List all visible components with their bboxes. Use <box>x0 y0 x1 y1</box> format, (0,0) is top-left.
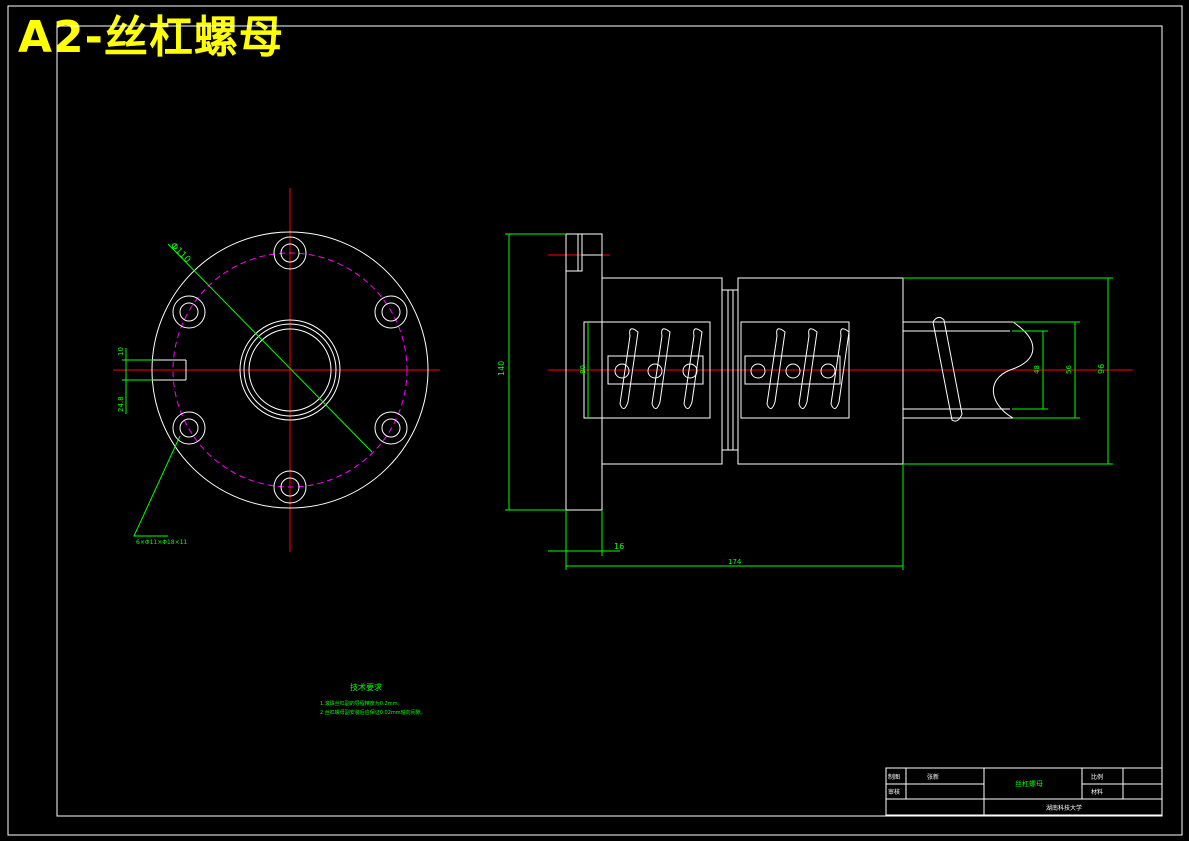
title-block: 制图 张新 审核 丝杠螺母 比例 材料 湖南科技大学 <box>885 767 1163 816</box>
left-groove <box>651 328 671 409</box>
scale-label: 比例 <box>1091 773 1103 781</box>
bolt-hole-outer <box>172 411 206 445</box>
ball <box>820 363 836 379</box>
bolt-hole-inner <box>179 418 199 438</box>
sheet-title: A2-丝杠螺母 <box>18 12 284 63</box>
bolt-hole-inner <box>179 302 199 322</box>
tech-notes-heading: 技术要求 <box>350 682 382 692</box>
bore-mid <box>243 323 337 417</box>
tech-notes: 技术要求 1.滚珠丝杠副的导程精度为0.2mm。 2.丝杠螺母副安装后应保证0.… <box>320 682 426 716</box>
tech-note-item: 1.滚珠丝杠副的导程精度为0.2mm。 <box>320 700 402 707</box>
ball <box>647 363 663 379</box>
bolt-circle <box>172 252 408 488</box>
screw-thread <box>932 316 963 422</box>
nut-height-label: 80 <box>579 365 587 374</box>
ball <box>614 363 630 379</box>
inner-border <box>56 25 1163 817</box>
part-name: 丝杠螺母 <box>1015 779 1043 788</box>
screw-break-line <box>992 321 1034 419</box>
bolt-hole-inner <box>280 243 300 263</box>
checked-by-label: 审核 <box>888 788 900 796</box>
key-slot <box>153 359 187 381</box>
bore-inner <box>248 328 332 412</box>
key-width-label: 10 <box>117 347 125 356</box>
thread-major-label: 56 <box>1065 365 1073 374</box>
body-diameter-label: 96 <box>1097 364 1106 374</box>
hole-note-leader <box>133 435 181 537</box>
front-view: Φ110 10 24.8 6×Φ11×Φ18×11 <box>113 188 440 552</box>
bolt-hole-outer <box>172 295 206 329</box>
bolt-hole-outer <box>273 470 307 504</box>
ball <box>682 363 698 379</box>
right-return-window <box>740 321 850 419</box>
tech-note-item: 2.丝杠螺母副安装后应保证0.02mm轴向间隙。 <box>320 709 426 716</box>
bore-outer <box>239 319 341 421</box>
left-groove <box>619 328 639 409</box>
side-dimensions <box>505 233 1113 570</box>
diameter-dimension-line <box>167 243 373 453</box>
total-length-label: 174 <box>728 558 742 566</box>
ball <box>785 363 801 379</box>
drawn-by-label: 制图 <box>888 773 900 781</box>
flange-screw <box>565 233 583 272</box>
right-ball-strip <box>744 355 841 385</box>
left-ball-strip <box>607 355 704 385</box>
hole-note: 6×Φ11×Φ18×11 <box>136 539 187 546</box>
left-groove <box>683 328 703 409</box>
material-label: 材料 <box>1091 788 1103 796</box>
diameter-label: Φ110 <box>168 241 192 265</box>
flange-thickness-label: 16 <box>614 542 624 551</box>
drawn-by-name: 张新 <box>927 773 939 781</box>
left-return-window <box>583 321 711 419</box>
bolt-holes <box>172 236 408 504</box>
bolt-hole-inner <box>381 302 401 322</box>
flange-outline <box>151 231 429 509</box>
overall-height-label: 140 <box>497 361 506 376</box>
right-nut-body <box>737 277 904 465</box>
bolt-hole-inner <box>381 418 401 438</box>
bolt-hole-outer <box>374 411 408 445</box>
thread-minor-label: 48 <box>1033 365 1041 374</box>
ball <box>750 363 766 379</box>
key-dimension <box>122 348 153 414</box>
right-groove <box>830 328 850 409</box>
right-groove <box>766 328 786 409</box>
school-name: 湖南科技大学 <box>1046 804 1082 812</box>
bolt-hole-outer <box>273 236 307 270</box>
side-view: 140 80 48 56 96 16 174 <box>497 233 1133 570</box>
bolt-hole-outer <box>374 295 408 329</box>
key-depth-label: 24.8 <box>117 396 125 412</box>
outer-border <box>7 5 1183 836</box>
right-groove <box>798 328 818 409</box>
bolt-hole-inner <box>280 477 300 497</box>
